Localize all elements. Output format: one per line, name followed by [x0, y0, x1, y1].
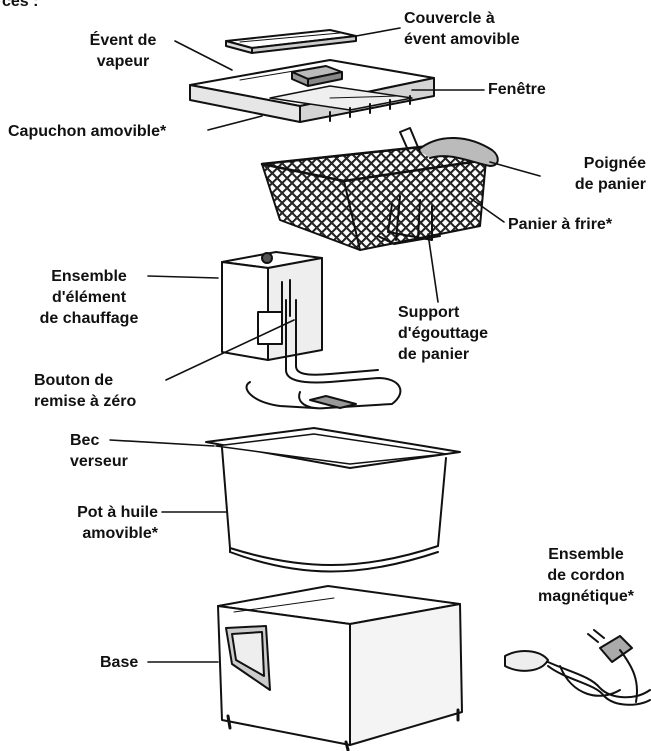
label-event-de-vapeur: Évent de vapeur [89, 32, 157, 70]
label-capuchon: Capuchon amovible* [8, 123, 167, 140]
label-fenetre: Fenêtre [488, 81, 546, 98]
base-part [217, 585, 463, 751]
vent-cover-part [225, 29, 357, 54]
heating-element-part [221, 251, 402, 410]
label-poignee: Poignée de panier [574, 155, 646, 193]
frying-basket-part [260, 127, 499, 251]
magnetic-cord-part [504, 629, 651, 706]
header-fragment: ces : [2, 0, 39, 10]
label-bouton: Bouton de remise à zéro [34, 372, 137, 410]
label-base: Base [100, 654, 139, 671]
oil-pot-part [205, 427, 461, 573]
label-support: Support d'égouttage de panier [398, 304, 489, 363]
label-bec: Bec verseur [70, 432, 128, 470]
leader-lines [109, 27, 541, 663]
label-pot: Pot à huile amovible* [77, 504, 158, 542]
label-ensemble-element: Ensemble d'élément de chauffage [39, 268, 139, 327]
label-panier: Panier à frire* [508, 216, 613, 233]
label-cordon: Ensemble de cordon magnétique* [537, 546, 634, 605]
lid-part [189, 59, 435, 123]
label-couvercle: Couvercle à évent amovible [404, 10, 520, 48]
